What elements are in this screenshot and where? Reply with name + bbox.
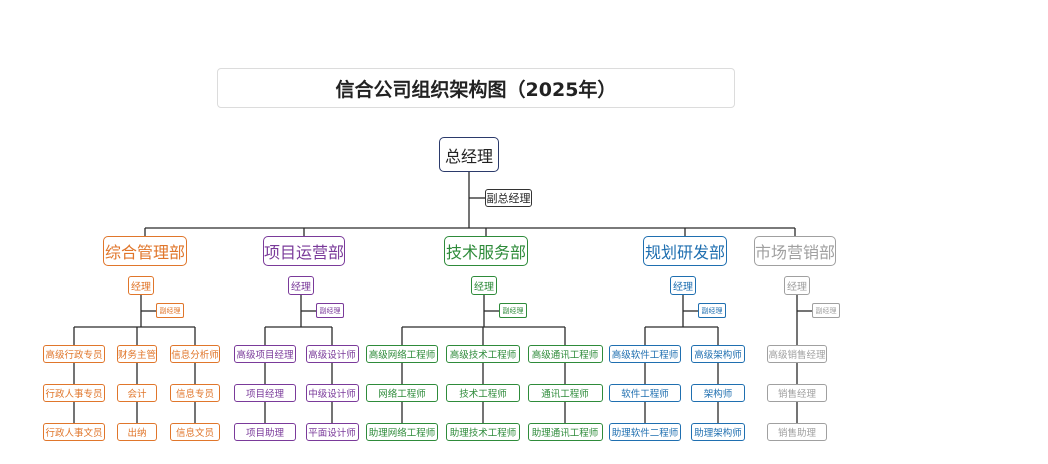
general-admin-role-box: 出纳 [117, 423, 157, 441]
tech-service-role-box: 网络工程师 [366, 384, 438, 402]
marketing-role-box: 销售经理 [767, 384, 827, 402]
project-ops-role-box: 高级项目经理 [234, 345, 296, 363]
project-ops-role-box: 项目经理 [234, 384, 296, 402]
planning-rnd-role-box: 高级软件工程师 [609, 345, 681, 363]
project-ops-manager-box: 经理 [288, 276, 314, 295]
general-admin-role-box: 信息专员 [170, 384, 220, 402]
general-admin-role-box: 行政人事专员 [43, 384, 105, 402]
project-ops-role-box: 项目助理 [234, 423, 296, 441]
general-manager-box: 总经理 [439, 137, 499, 172]
deputy-general-manager-box: 副总经理 [485, 189, 532, 207]
tech-service-role-box: 助理网络工程师 [366, 423, 438, 441]
tech-service-role-box: 助理技术工程师 [446, 423, 520, 441]
marketing-manager-box: 经理 [784, 276, 810, 295]
project-ops-department-box: 项目运营部 [263, 236, 345, 266]
planning-rnd-department-box: 规划研发部 [643, 236, 727, 266]
planning-rnd-deputy-manager-box: 副经理 [698, 303, 726, 318]
general-admin-role-box: 会计 [117, 384, 157, 402]
project-ops-role-box: 中级设计师 [305, 384, 359, 402]
tech-service-deputy-manager-box: 副经理 [499, 303, 527, 318]
planning-rnd-role-box: 软件工程师 [609, 384, 681, 402]
general-admin-role-box: 信息分析师 [170, 345, 220, 363]
general-admin-department-box: 综合管理部 [103, 236, 187, 266]
tech-service-role-box: 高级通讯工程师 [527, 345, 603, 363]
general-admin-role-box: 高级行政专员 [43, 345, 105, 363]
planning-rnd-role-box: 助理架构师 [691, 423, 745, 441]
tech-service-role-box: 高级技术工程师 [446, 345, 520, 363]
marketing-role-box: 高级销售经理 [767, 345, 827, 363]
marketing-role-box: 销售助理 [767, 423, 827, 441]
general-admin-manager-box: 经理 [128, 276, 154, 295]
general-admin-role-box: 财务主管 [117, 345, 157, 363]
general-admin-deputy-manager-box: 副经理 [156, 303, 184, 318]
planning-rnd-role-box: 架构师 [691, 384, 745, 402]
project-ops-deputy-manager-box: 副经理 [316, 303, 344, 318]
chart-title: 信合公司组织架构图（2025年） [217, 68, 735, 108]
general-admin-role-box: 信息文员 [170, 423, 220, 441]
project-ops-role-box: 高级设计师 [305, 345, 359, 363]
general-admin-role-box: 行政人事文员 [43, 423, 105, 441]
marketing-deputy-manager-box: 副经理 [812, 303, 840, 318]
planning-rnd-role-box: 助理软件二程师 [609, 423, 681, 441]
tech-service-manager-box: 经理 [471, 276, 497, 295]
tech-service-role-box: 助理通讯工程师 [527, 423, 603, 441]
planning-rnd-manager-box: 经理 [670, 276, 696, 295]
tech-service-role-box: 高级网络工程师 [366, 345, 438, 363]
marketing-department-box: 市场营销部 [754, 236, 836, 266]
tech-service-department-box: 技术服务部 [444, 236, 528, 266]
project-ops-role-box: 平面设计师 [305, 423, 359, 441]
tech-service-role-box: 技术工程师 [446, 384, 520, 402]
planning-rnd-role-box: 高级架构师 [691, 345, 745, 363]
tech-service-role-box: 通讯工程师 [527, 384, 603, 402]
